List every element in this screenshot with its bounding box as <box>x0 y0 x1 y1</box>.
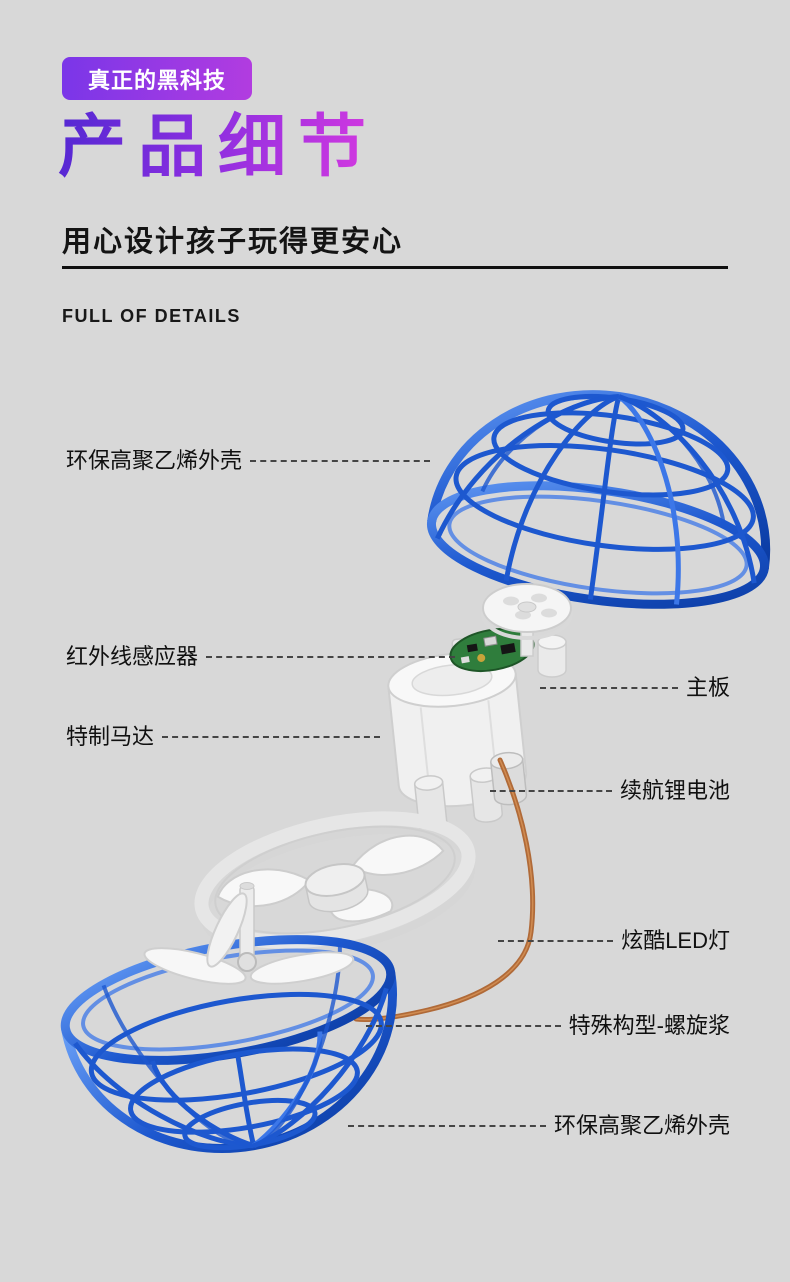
coupler-icon <box>537 634 567 678</box>
leader-line <box>490 790 612 792</box>
part-label-propeller: 特殊构型-螺旋浆 <box>366 1012 730 1040</box>
product-exploded-view <box>60 390 771 1153</box>
leader-line <box>540 687 678 689</box>
part-label-text: 续航锂电池 <box>619 778 730 803</box>
part-label-battery: 续航锂电池 <box>490 777 730 805</box>
leader-line <box>162 736 380 738</box>
propeller-icon <box>143 882 355 985</box>
part-label-main-board: 主板 <box>540 674 730 702</box>
leader-line <box>206 656 455 658</box>
divider-line <box>62 266 728 269</box>
part-label-motor: 特制马达 <box>66 723 380 751</box>
part-label-bottom-shell: 环保高聚乙烯外壳 <box>348 1112 730 1140</box>
leader-line <box>366 1025 561 1027</box>
part-label-text: 炫酷LED灯 <box>621 928 730 953</box>
tech-badge-label: 真正的黑科技 <box>88 67 227 93</box>
led-wire-icon <box>353 757 536 1022</box>
part-label-top-shell: 环保高聚乙烯外壳 <box>66 447 430 475</box>
infrared-sensor-icon <box>481 583 573 657</box>
part-label-text: 特制马达 <box>66 724 155 749</box>
top-shell-icon <box>426 390 771 609</box>
part-label-text: 主板 <box>685 675 730 700</box>
tagline-en: FULL OF DETAILS <box>62 306 241 326</box>
part-label-led: 炫酷LED灯 <box>498 927 730 955</box>
page-title: 产品细节 <box>58 109 379 185</box>
page-subtitle: 用心设计孩子玩得更安心 <box>62 226 404 258</box>
part-label-infrared-sensor: 红外线感应器 <box>66 643 455 671</box>
part-label-text: 环保高聚乙烯外壳 <box>66 448 243 473</box>
part-label-text: 特殊构型-螺旋浆 <box>568 1013 730 1038</box>
part-label-text: 环保高聚乙烯外壳 <box>553 1113 730 1138</box>
leader-line <box>348 1125 546 1127</box>
part-label-text: 红外线感应器 <box>66 644 199 669</box>
leader-line <box>498 940 614 942</box>
leader-line <box>250 460 430 462</box>
tech-badge: 真正的黑科技 <box>62 57 253 100</box>
